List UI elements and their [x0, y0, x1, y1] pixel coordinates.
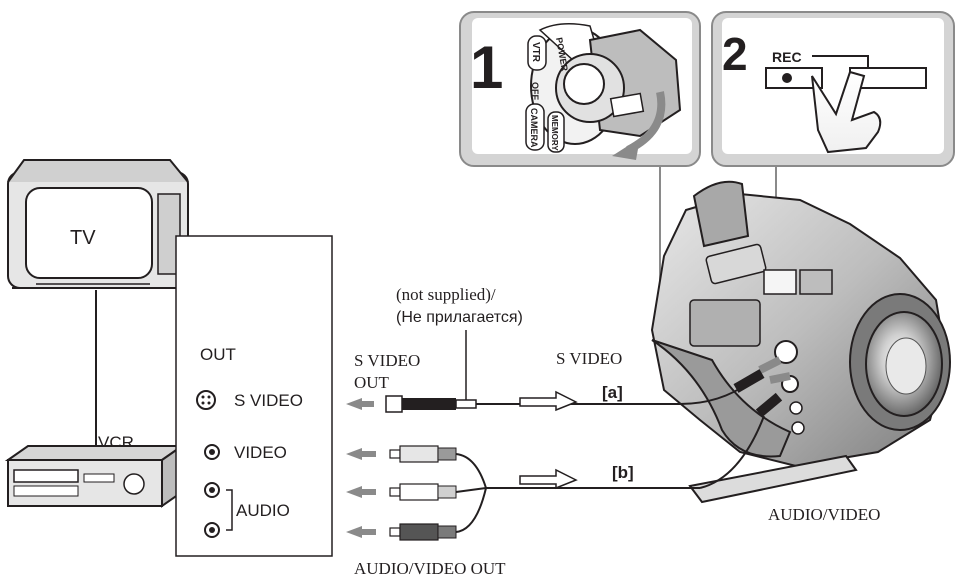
dial-label-vtr: VTR [530, 42, 541, 63]
dial-label-camera-tag: CAMERA [525, 103, 545, 151]
tv: TV [7, 159, 189, 289]
vcr-knob [123, 473, 145, 495]
out-label: OUT [200, 345, 236, 364]
step-1-number: 1 [470, 34, 503, 101]
vcr-tape-slot [13, 469, 79, 483]
step-1-panel: 1 POWER VTR OFF CAMERA MEMORY [459, 11, 701, 167]
video-jack-label: VIDEO [234, 443, 287, 462]
direction-arrow-a-icon [519, 390, 578, 412]
pressing-hand-icon [811, 70, 882, 154]
path-a-label: [a] [602, 383, 623, 402]
s-video-jack-icon [196, 390, 216, 410]
audio-video-out-label: AUDIO/VIDEO OUT [354, 559, 506, 578]
path-b-label: [b] [612, 463, 634, 482]
rec-button [765, 67, 823, 89]
dial-label-vtr-tag: VTR [527, 35, 547, 71]
tv-label: TV [70, 227, 96, 249]
audio-jack-label: AUDIO [236, 501, 290, 520]
s-video-out-label-line1: S VIDEO [354, 351, 420, 370]
rec-button-on-camera [763, 269, 797, 295]
rotate-arrowhead-icon [612, 138, 640, 160]
camera-s-video-jack [774, 340, 798, 364]
s-video-cable [346, 369, 765, 413]
not-supplied-label-en: (not supplied)/ [396, 285, 496, 304]
not-supplied-label-ru: (Не прилагается) [396, 309, 523, 326]
s-video-camera-label: S VIDEO [556, 349, 622, 368]
lcd-panel [689, 299, 761, 347]
s-video-out-label-line2: OUT [354, 373, 390, 392]
tv-screen [25, 187, 153, 279]
step-2-number: 2 [722, 28, 748, 80]
direction-arrow-b-icon [519, 468, 578, 490]
dial-label-off: OFF [530, 82, 540, 100]
dial-label-memory-tag: MEMORY [547, 111, 565, 153]
s-video-jack-label: S VIDEO [234, 391, 303, 410]
rec-dot-icon [782, 73, 792, 83]
av-cable [346, 392, 783, 541]
vcr-output-panel: OUT S VIDEO VIDEO AUDIO [175, 235, 333, 557]
vcr [4, 444, 186, 508]
rec-label: REC [772, 49, 802, 65]
dial-label-camera: CAMERA [529, 108, 539, 148]
audio-video-camera-label: AUDIO/VIDEO [768, 505, 880, 524]
power-dial [530, 23, 682, 145]
step-2-panel: 2 REC [711, 11, 955, 167]
viewfinder [692, 180, 750, 248]
camcorder [650, 180, 951, 504]
dial-label-memory: MEMORY [550, 115, 559, 151]
